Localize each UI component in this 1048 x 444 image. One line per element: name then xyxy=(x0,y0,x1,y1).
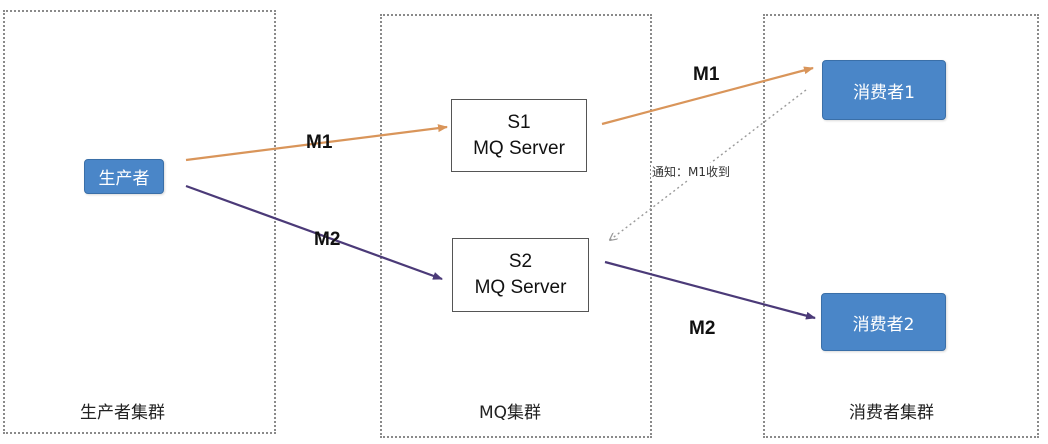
message-m2-in: M2 xyxy=(314,229,341,250)
consumer1-node: 消费者1 xyxy=(822,60,946,120)
server-s2-name: MQ Server xyxy=(474,277,567,298)
producer-cluster-box xyxy=(3,10,276,434)
message-m1-in: M1 xyxy=(306,132,333,153)
server-s2-id: S2 xyxy=(508,251,533,272)
arrow-m1-to-s1 xyxy=(185,124,448,162)
producer-label: 生产者 xyxy=(98,169,150,189)
consumer-cluster-label: 消费者集群 xyxy=(849,403,934,423)
arrow-s1-to-consumer1 xyxy=(601,66,814,126)
server-s1-id: S1 xyxy=(507,111,531,133)
mq-cluster-label: MQ集群 xyxy=(479,403,542,423)
consumer2-label: 消费者2 xyxy=(852,314,915,335)
arrow-s2-to-consumer2 xyxy=(604,260,816,320)
server-s1-name: MQ Server xyxy=(473,137,565,159)
message-m2-out: M2 xyxy=(689,318,716,339)
mq-cluster-box xyxy=(380,14,652,438)
arrow-m2-to-s2 xyxy=(185,184,443,281)
consumer-cluster-box xyxy=(763,14,1039,438)
consumer1-label: 消费者1 xyxy=(853,82,915,103)
notify-label: 通知：M1收到 xyxy=(651,163,731,180)
arrow-notify-to-s2 xyxy=(610,89,807,240)
server-s2: S2 MQ Server xyxy=(452,238,589,312)
producer-node: 生产者 xyxy=(84,159,164,194)
consumer2-node: 消费者2 xyxy=(821,293,946,351)
message-m1-out: M1 xyxy=(693,64,720,85)
producer-cluster-label: 生产者集群 xyxy=(80,403,165,423)
server-s1: S1 MQ Server xyxy=(451,99,587,172)
